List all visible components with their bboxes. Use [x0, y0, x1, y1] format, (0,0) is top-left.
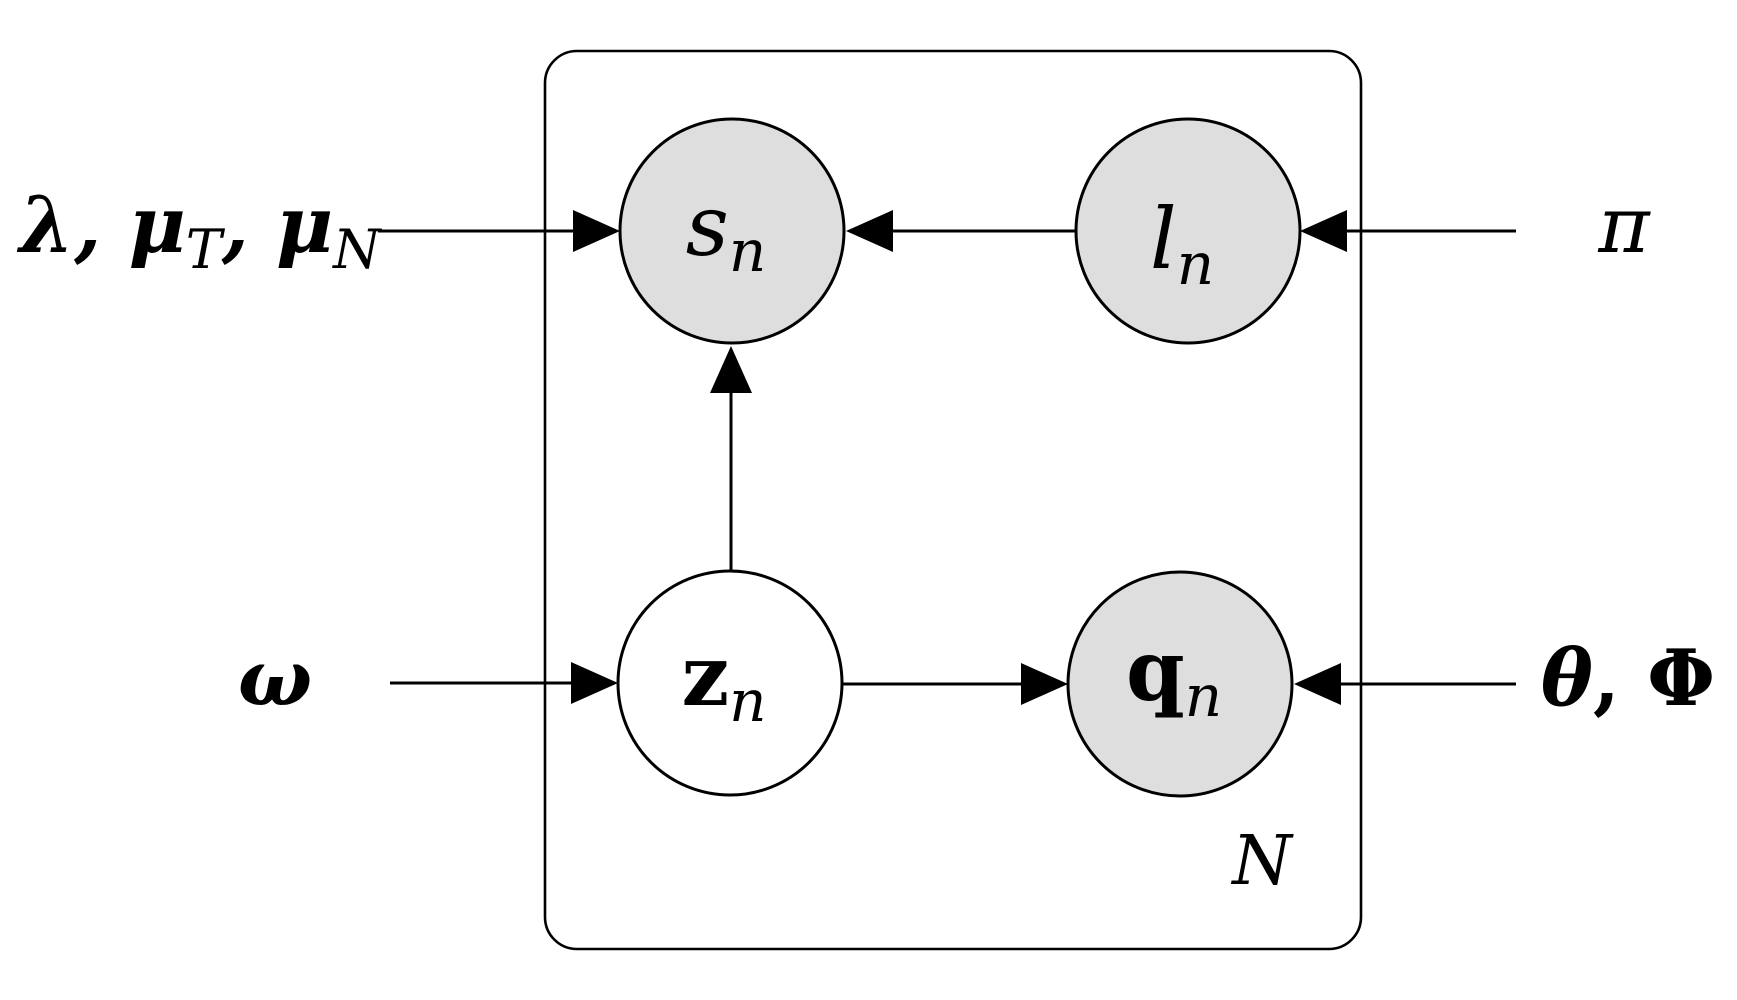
- node-zn-circle: [616, 569, 844, 797]
- edge-zn-to-sn: [710, 346, 752, 571]
- arrowhead-up-icon: [710, 346, 752, 393]
- label-lambda-mu-params: λ, μT, μN: [17, 180, 383, 281]
- node-zn-label: zn: [681, 626, 766, 735]
- label-theta-phi: θ, Φ: [1541, 633, 1715, 724]
- edge-omega-to-zn: [390, 662, 618, 704]
- label-pi: π: [1597, 181, 1651, 271]
- arrowhead-right-icon: [573, 210, 620, 252]
- plate-count-label: N: [1230, 822, 1294, 901]
- arrowhead-right-icon: [571, 662, 618, 704]
- plate-rectangle: [543, 49, 1363, 951]
- node-qn-label: qn: [1126, 621, 1222, 730]
- node-zn: zn: [616, 569, 844, 797]
- node-sn-label: sn: [686, 177, 766, 285]
- node-ln-circle: [1074, 117, 1302, 345]
- edge-zn-to-qn: [842, 663, 1068, 705]
- edge-params-to-qn: [1294, 663, 1516, 705]
- arrowhead-right-icon: [1021, 663, 1068, 705]
- node-sn-circle: [618, 117, 846, 345]
- node-ln: ln: [1074, 117, 1302, 345]
- node-ln-label: ln: [1150, 190, 1214, 298]
- edge-pi-to-ln: [1300, 210, 1516, 252]
- node-qn-circle: [1066, 570, 1294, 798]
- label-omega: ω: [238, 633, 312, 724]
- node-qn: qn: [1066, 570, 1294, 798]
- edge-params-to-sn: [378, 210, 620, 252]
- arrowhead-left-icon: [1300, 210, 1347, 252]
- arrowhead-left-icon: [1294, 663, 1341, 705]
- arrowhead-left-icon: [846, 210, 893, 252]
- node-sn: sn: [618, 117, 846, 345]
- edge-ln-to-sn: [846, 210, 1076, 252]
